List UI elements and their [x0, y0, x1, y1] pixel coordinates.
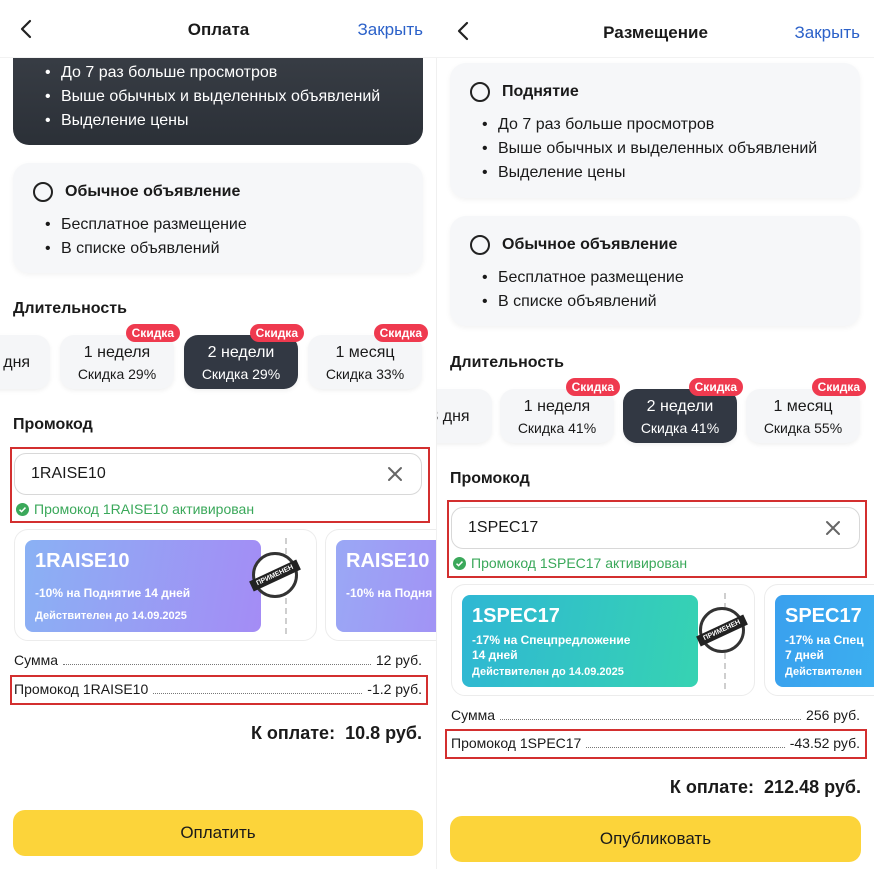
- bullet: Выделение цены: [482, 164, 626, 182]
- coupon-code: 1SPEC17: [472, 605, 560, 627]
- duration-title: Длительность: [450, 354, 564, 371]
- duration-option-2-weeks[interactable]: 2 недели Скидка 41% Скидка: [623, 378, 743, 443]
- clear-icon[interactable]: [825, 520, 841, 536]
- coupon-ticket: 1RAISE10 -10% на Поднятие 14 дней Действ…: [25, 540, 261, 632]
- page-title: Оплата: [187, 20, 250, 39]
- promo-code-value: 1RAISE10: [31, 465, 106, 482]
- duration-option-1-week[interactable]: 1 неделя Скидка 41% Скидка: [500, 378, 620, 443]
- duration-option-3-days[interactable]: 3 дня: [437, 389, 492, 443]
- top-bar: Оплата Закрыть: [0, 0, 437, 58]
- highlight-box: [445, 729, 867, 759]
- highlight-box: [10, 675, 428, 705]
- coupon-validity: Действителен до 14.09.2025: [35, 610, 187, 622]
- duration-option-2-weeks[interactable]: 2 недели Скидка 29% Скидка: [184, 324, 304, 389]
- promo-title: Промокод: [13, 416, 93, 433]
- back-arrow-icon[interactable]: [16, 18, 38, 40]
- close-button[interactable]: Закрыть: [794, 23, 860, 42]
- raise-option-card[interactable]: Поднятие До 7 раз больше просмотров Выше…: [450, 63, 860, 198]
- coupon-description: -10% на Поднятие 14 дней: [35, 586, 191, 600]
- coupon-card[interactable]: SPEC17 -17% на Спец 7 дней Действителен: [764, 584, 874, 696]
- promo-discount-row: Промокод 1RAISE10-1.2 руб.: [14, 681, 422, 697]
- highlight-box: [447, 500, 867, 578]
- coupon-code: 1RAISE10: [35, 550, 130, 572]
- coupon-code: SPEC17: [785, 605, 862, 627]
- placement-screen: Размещение Закрыть Поднятие До 7 раз бол…: [437, 0, 874, 869]
- duration-option-1-week[interactable]: 1 неделя Скидка 29% Скидка: [60, 324, 180, 389]
- discount-badge: Скидка: [249, 324, 304, 342]
- promo-activated-message: Промокод 1RAISE10 активирован: [16, 501, 254, 517]
- coupon-card[interactable]: RAISE10 -10% на Подня: [325, 529, 437, 641]
- option-title: Поднятие: [502, 83, 579, 100]
- discount-badge: Скидка: [373, 324, 428, 342]
- bullet: В списке объявлений: [482, 293, 656, 311]
- coupon-duration: 7 дней: [785, 648, 824, 662]
- coupon-validity: Действителен до 14.09.2025: [472, 666, 624, 678]
- bullet: В списке объявлений: [45, 240, 219, 258]
- check-circle-icon: [453, 557, 466, 570]
- discount-badge: Скидка: [565, 378, 620, 396]
- coupon-description: -10% на Подня: [346, 586, 433, 600]
- bullet: Выше обычных и выделенных объявлений: [482, 140, 817, 158]
- bullet: До 7 раз больше просмотров: [45, 64, 277, 82]
- promo-activated-message: Промокод 1SPEC17 активирован: [453, 555, 687, 571]
- duration-option-1-month[interactable]: 1 месяц Скидка 33% Скидка: [308, 324, 428, 389]
- duration-title: Длительность: [13, 300, 127, 317]
- promo-discount-row: Промокод 1SPEC17-43.52 руб.: [451, 735, 860, 751]
- bullet: Выше обычных и выделенных объявлений: [45, 88, 380, 106]
- coupon-description: -17% на Спецпредложение: [472, 633, 631, 647]
- coupon-description: -17% на Спец: [785, 633, 864, 647]
- total-amount: К оплате: 10.8 руб.: [250, 723, 422, 743]
- discount-badge: Скидка: [811, 378, 866, 396]
- bullet: Бесплатное размещение: [45, 216, 247, 234]
- discount-badge: Скидка: [125, 324, 180, 342]
- radio-button[interactable]: [470, 82, 490, 102]
- radio-button[interactable]: [33, 182, 53, 202]
- panel-divider: [436, 0, 437, 869]
- coupon-validity: Действителен: [785, 666, 862, 678]
- coupon-card[interactable]: 1SPEC17 -17% на Спецпредложение 14 дней …: [451, 584, 755, 696]
- duration-option-1-month[interactable]: 1 месяц Скидка 55% Скидка: [746, 378, 866, 443]
- regular-option-card[interactable]: Обычное объявление Бесплатное размещение…: [13, 163, 423, 273]
- publish-button[interactable]: Опубликовать: [450, 816, 861, 862]
- radio-button[interactable]: [470, 235, 490, 255]
- option-title: Обычное объявление: [502, 236, 678, 253]
- option-title: Обычное объявление: [65, 183, 241, 200]
- duration-option-3-days[interactable]: 3 дня: [0, 335, 50, 389]
- total-amount: К оплате: 212.48 руб.: [669, 777, 861, 797]
- back-arrow-icon[interactable]: [453, 20, 475, 42]
- coupon-ticket: SPEC17 -17% на Спец 7 дней Действителен: [775, 595, 874, 687]
- coupon-ticket: RAISE10 -10% на Подня: [336, 540, 437, 632]
- promo-code-input[interactable]: 1SPEC17: [451, 507, 860, 549]
- check-circle-icon: [16, 503, 29, 516]
- bullet: До 7 раз больше просмотров: [482, 116, 714, 134]
- applied-stamp-icon: ПРИМЕНЕН: [249, 552, 301, 598]
- coupon-duration: 14 дней: [472, 648, 518, 662]
- clear-icon[interactable]: [387, 466, 403, 482]
- coupon-card[interactable]: 1RAISE10 -10% на Поднятие 14 дней Действ…: [14, 529, 317, 641]
- regular-option-card[interactable]: Обычное объявление Бесплатное размещение…: [450, 216, 860, 326]
- close-button[interactable]: Закрыть: [357, 20, 423, 39]
- promo-code-value: 1SPEC17: [468, 519, 539, 536]
- payment-screen: До 7 раз больше просмотров Выше обычных …: [0, 0, 437, 869]
- applied-stamp-icon: ПРИМЕНЕН: [696, 607, 748, 653]
- top-bar: Размещение Закрыть: [437, 0, 874, 58]
- discount-badge: Скидка: [688, 378, 743, 396]
- coupon-code: RAISE10: [346, 550, 430, 572]
- promo-code-input[interactable]: 1RAISE10: [14, 453, 422, 495]
- promo-title: Промокод: [450, 470, 530, 487]
- bullet: Бесплатное размещение: [482, 269, 684, 287]
- bullet: Выделение цены: [45, 112, 189, 130]
- highlight-box: [10, 447, 430, 523]
- pay-button[interactable]: Оплатить: [13, 810, 423, 856]
- page-title: Размещение: [603, 23, 708, 42]
- coupon-ticket: 1SPEC17 -17% на Спецпредложение 14 дней …: [462, 595, 698, 687]
